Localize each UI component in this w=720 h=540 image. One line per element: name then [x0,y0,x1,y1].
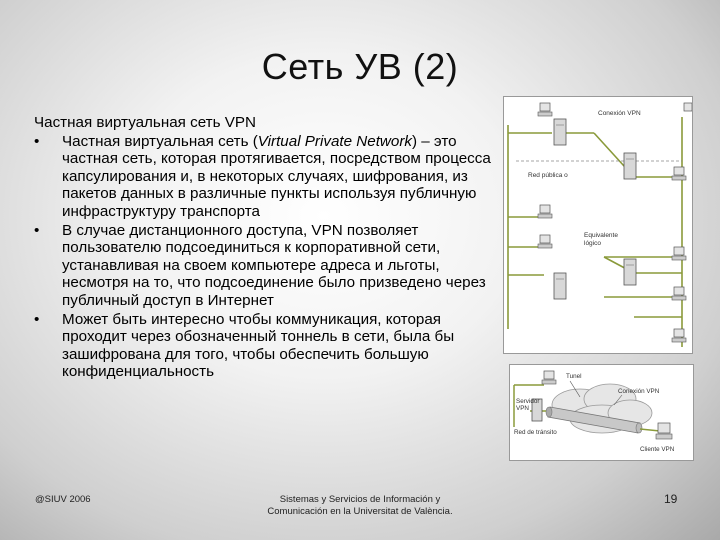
bullet-list: • Частная виртуальная сеть (Virtual Priv… [34,133,494,381]
label-red-transito: Red de tránsito [514,429,557,436]
label-equivalente: Equivalente [584,232,618,239]
label-servidor-vpn: VPN [516,405,529,412]
label-red-publica: Red pública o [528,172,568,179]
tunnel-pipe [545,406,643,434]
slide-title: Сеть УВ (2) [261,46,459,87]
bullet-text-1b: ) – это частная сеть, которая протягивае… [62,132,491,220]
bullet-text-1-italic: Virtual Private Network [257,132,412,150]
server-icons [553,118,637,300]
page-number: 19 [664,492,678,506]
bullet-text-3: Может быть интересно чтобы коммуникация,… [62,310,455,381]
computer-icon [541,370,557,385]
label-conexion-vpn: Conexión VPN [598,110,641,117]
computer-icon [537,234,553,249]
bullet-text-1a: Частная виртуальная сеть ( [62,132,258,150]
computer-icon [683,102,692,112]
computer-icon [671,166,687,181]
computer-icon [655,422,673,440]
computer-icon [537,102,553,117]
slide-body: Частная виртуальная сеть VPN • Частная в… [34,114,494,382]
label-logico: lógico [584,240,601,247]
footer-copyright: @SIUV 2006 [35,494,91,505]
bullet-marker: • [34,132,40,150]
bullet-item-3: • Может быть интересно чтобы коммуникаци… [34,311,494,381]
server-icon [553,272,567,300]
server-icon [623,258,637,286]
computer-icon [671,246,687,261]
workstation-icons [537,102,692,343]
label-tunel: Tunel [566,373,582,380]
section-heading: Частная виртуальная сеть VPN [34,114,256,131]
footer-institution: Sistemas y Servicios de Información y Co… [230,494,490,518]
vpn-tunnel-diagram: Tunel Conexión VPN Servidor VPN Red de t… [509,364,694,461]
bullet-item-1: • Частная виртуальная сеть (Virtual Priv… [34,133,494,221]
label-servidor: Servidor [516,398,539,405]
footer-institution-line2: Comunicación en la Universitat de Valènc… [267,506,453,517]
footer-institution-line1: Sistemas y Servicios de Información y [279,494,441,505]
bullet-marker: • [34,310,40,328]
computer-icon [537,204,553,219]
label-conexion-vpn: Conexión VPN [618,388,660,395]
server-icon [531,398,543,422]
bullet-marker: • [34,221,40,239]
computer-icon [671,328,687,343]
vpn-network-diagram: Conexión VPN Red pública o Equivalente l… [503,96,693,354]
bullet-text-2: В случае дистанционного доступа, VPN поз… [62,221,486,309]
server-icon [623,152,637,180]
bullet-item-2: • В случае дистанционного доступа, VPN п… [34,222,494,310]
label-cliente-vpn: Cliente VPN [640,446,675,453]
server-icon [553,118,567,146]
computer-icon [671,286,687,301]
